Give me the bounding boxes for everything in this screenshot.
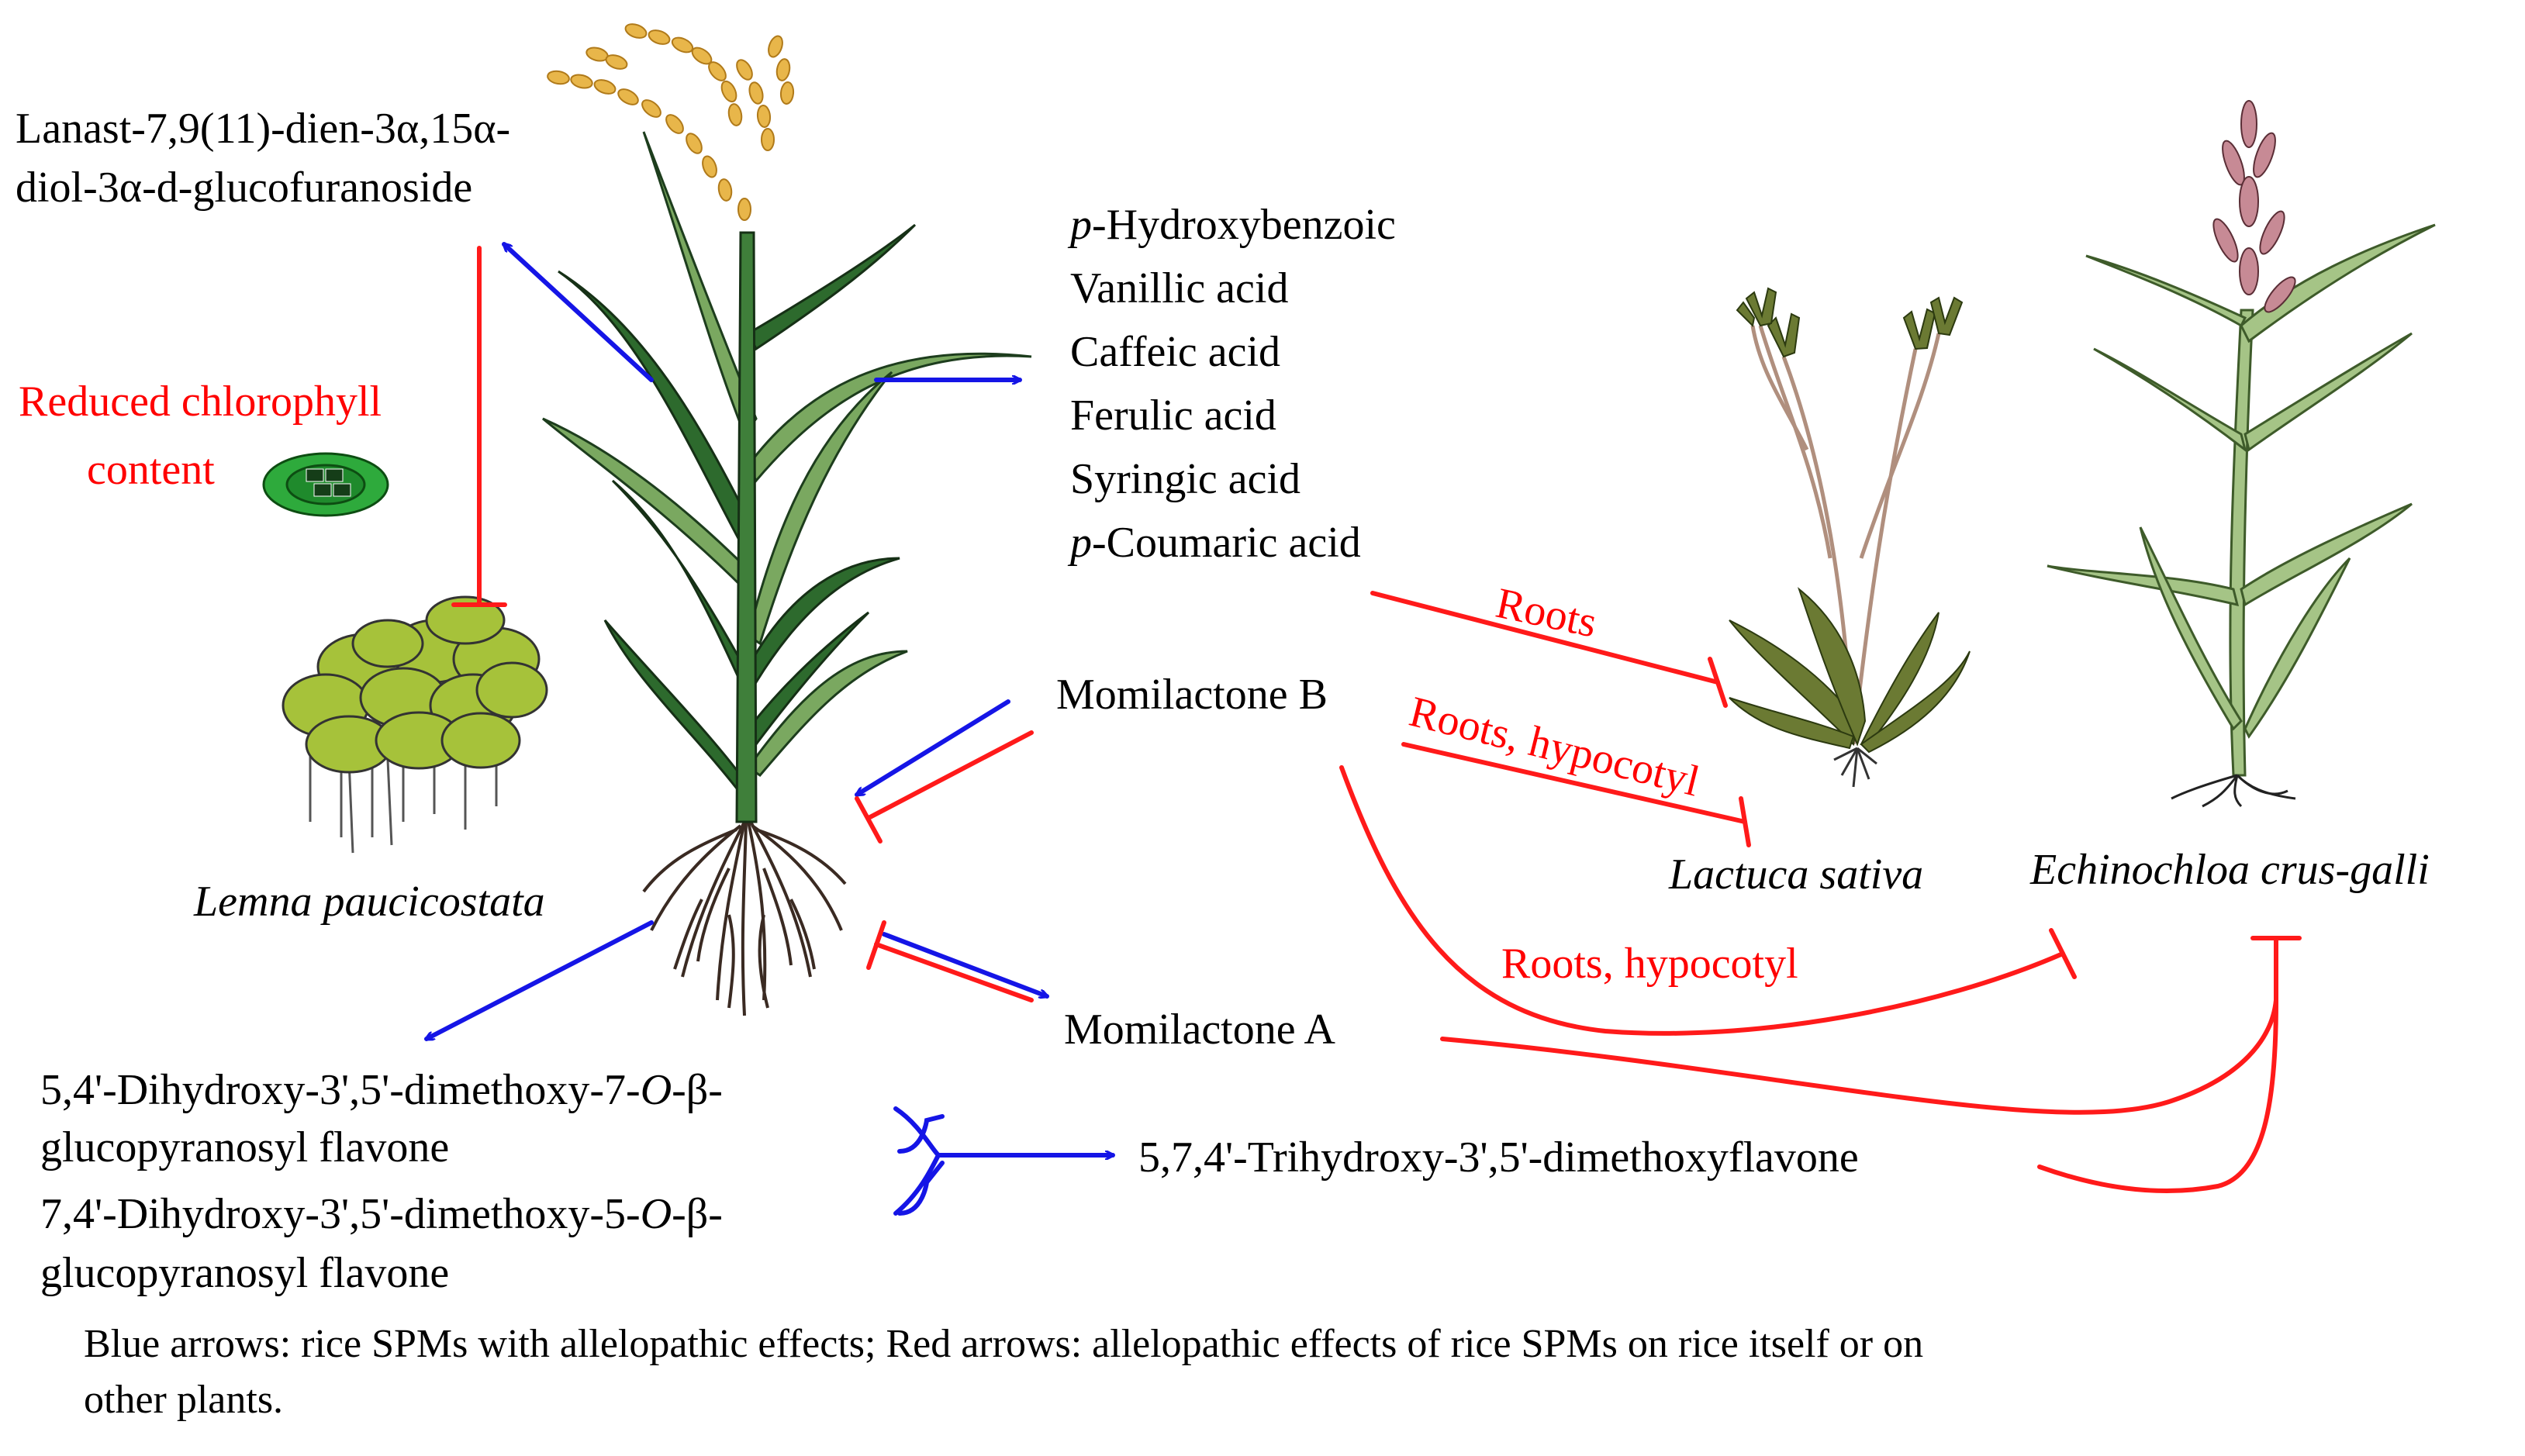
phenolic-item: Syringic acid xyxy=(1070,455,1301,503)
phenolic-item: p-Hydroxybenzoic xyxy=(1070,201,1396,249)
rice-roots xyxy=(642,821,847,1016)
momilactone-b-label: Momilactone B xyxy=(1056,671,1328,719)
chlorophyll-effect-line1: Reduced chlorophyll xyxy=(19,378,382,426)
rice-leaves-dark xyxy=(558,223,917,801)
lanast-label-line2: diol-3α-d-glucofuranoside xyxy=(16,164,473,212)
blue-arrows xyxy=(427,244,1115,1216)
flavone2-line1: 7,4'-Dihydroxy-3',5'-dimethoxy-5-O-β- xyxy=(40,1190,723,1238)
red-inhibition-arrows xyxy=(451,246,2302,1193)
caption-line1: Blue arrows: rice SPMs with allelopathic… xyxy=(84,1322,1924,1366)
chlorophyll-effect-line2: content xyxy=(87,446,215,494)
lactuca-species-label: Lactuca sativa xyxy=(1669,850,1924,899)
lanast-label-line1: Lanast-7,9(11)-dien-3α,15α- xyxy=(16,105,511,153)
lemna-illustration xyxy=(282,595,548,854)
phenolic-item: Caffeic acid xyxy=(1070,328,1281,376)
rice-plant-illustration xyxy=(542,23,1032,1016)
roots-hypocotyl-echinochloa-label: Roots, hypocotyl xyxy=(1501,940,1798,988)
rice-leaves-light xyxy=(542,131,1032,777)
flavone2-line2: glucopyranosyl flavone xyxy=(40,1249,450,1297)
phenolic-item: Ferulic acid xyxy=(1070,392,1276,440)
phenolic-item: Vanillic acid xyxy=(1070,264,1289,312)
caption-line2: other plants. xyxy=(84,1378,284,1422)
echinochloa-species-label: Echinochloa crus-galli xyxy=(2030,846,2430,894)
lactuca-illustration xyxy=(1729,287,1971,788)
echinochloa-illustration xyxy=(2047,100,2436,808)
flavone1-line2: glucopyranosyl flavone xyxy=(40,1123,450,1171)
rice-stem xyxy=(735,231,758,823)
phenolic-item: p-Coumaric acid xyxy=(1070,519,1361,567)
chloroplast-icon xyxy=(262,452,389,517)
flavone1-line1: 5,4'-Dihydroxy-3',5'-dimethoxy-7-O-β- xyxy=(40,1066,723,1114)
trihydroxy-flavone-label: 5,7,4'-Trihydroxy-3',5'-dimethoxyflavone xyxy=(1138,1133,1859,1182)
rice-panicle xyxy=(547,23,795,221)
momilactone-a-label: Momilactone A xyxy=(1064,1006,1335,1054)
lemna-species-label: Lemna paucicostata xyxy=(194,878,545,926)
